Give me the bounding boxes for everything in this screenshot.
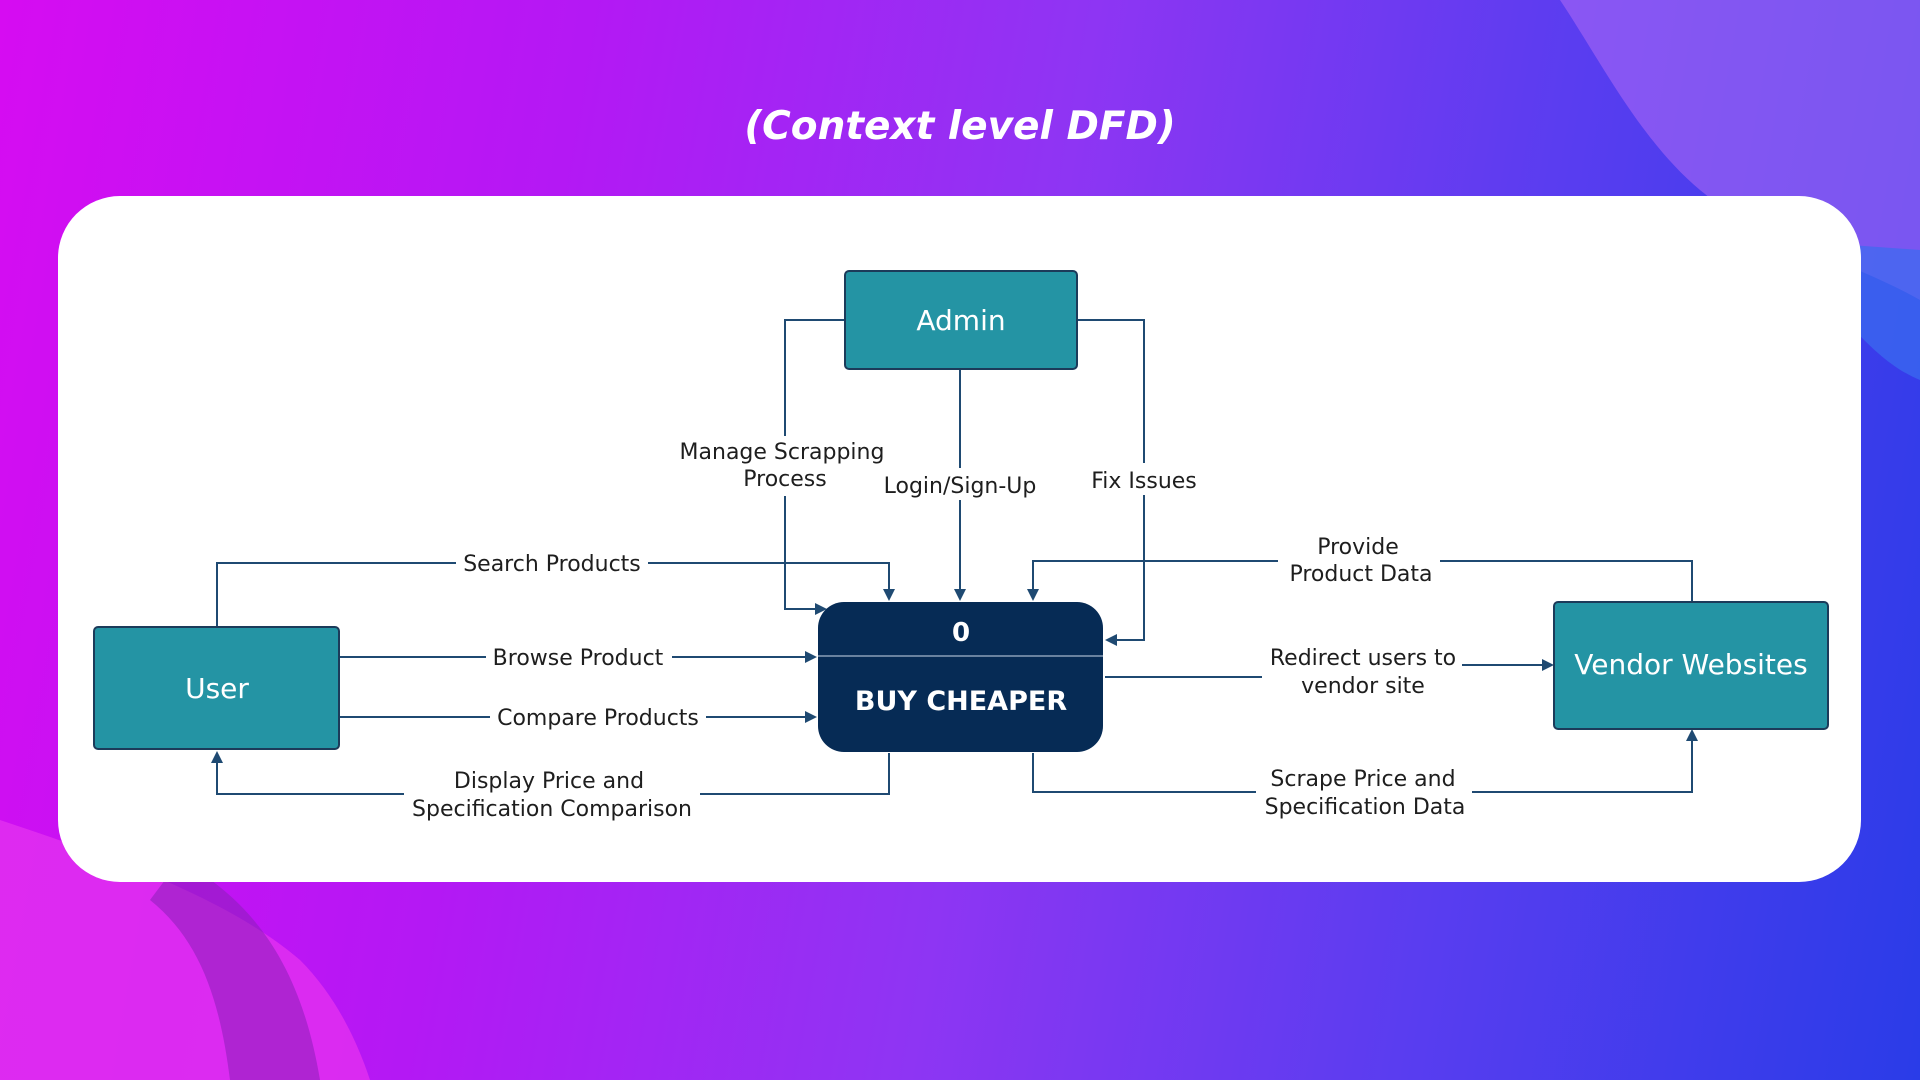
user-label: User	[185, 672, 249, 705]
label-redirect-2: vendor site	[1301, 674, 1425, 699]
process-buy-cheaper: 0 BUY CHEAPER	[818, 602, 1103, 752]
label-browse-product: Browse Product	[493, 646, 664, 671]
label-fix-issues: Fix Issues	[1091, 469, 1197, 494]
admin-label: Admin	[916, 304, 1005, 337]
label-search-products: Search Products	[463, 552, 641, 577]
admin-entity: Admin	[844, 270, 1078, 370]
label-compare-products: Compare Products	[497, 706, 699, 731]
process-name: BUY CHEAPER	[855, 686, 1067, 717]
label-redirect-1: Redirect users to	[1270, 646, 1456, 671]
label-login: Login/Sign-Up	[884, 474, 1037, 499]
page-title: (Context level DFD)	[744, 104, 1176, 149]
user-entity: User	[93, 626, 340, 750]
label-scrape-2: Specification Data	[1265, 795, 1466, 820]
label-manage-scrapping-2: Process	[743, 467, 826, 492]
label-provide-data-2: Product Data	[1289, 562, 1432, 587]
process-number: 0	[952, 618, 970, 648]
label-scrape-1: Scrape Price and	[1270, 767, 1455, 792]
vendor-label: Vendor Websites	[1574, 648, 1807, 681]
label-display-price-2: Specification Comparison	[412, 797, 692, 822]
vendor-entity: Vendor Websites	[1553, 601, 1829, 730]
label-display-price-1: Display Price and	[454, 769, 644, 794]
label-provide-data-1: Provide	[1317, 535, 1399, 560]
label-manage-scrapping-1: Manage Scrapping	[680, 440, 885, 465]
